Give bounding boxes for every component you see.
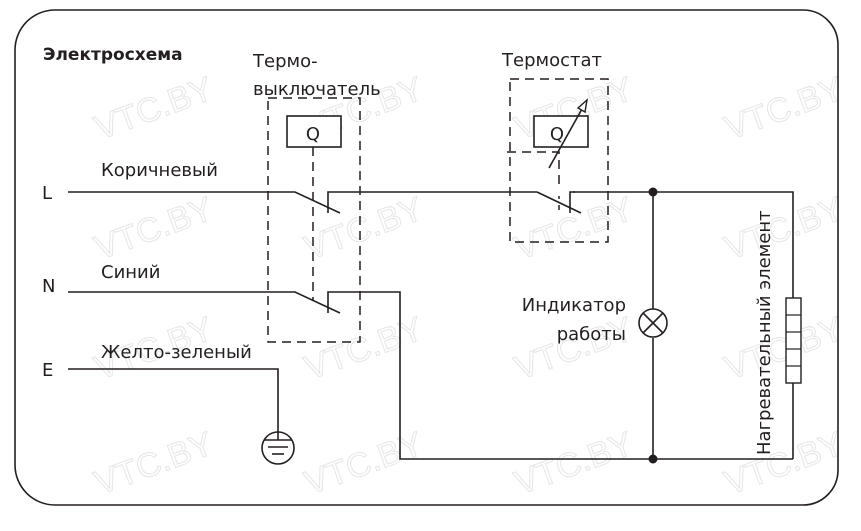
thermal-cutoff-label-line2: выключатель: [253, 79, 381, 100]
wire-label-blue: Синий: [101, 262, 160, 283]
terminal-n-label: N: [42, 276, 55, 297]
indicator-label-line1: Индикатор: [522, 295, 626, 316]
watermark: VTC.BY: [510, 310, 638, 388]
wire-e: [68, 368, 279, 432]
thermostat-switch-blade: [536, 191, 582, 214]
thermal-cutoff-label-line1: Термо-: [252, 51, 318, 72]
ground-icon: [261, 431, 295, 465]
thermal-cutoff-symbol: Q: [306, 124, 320, 145]
wire-n: [68, 291, 341, 314]
indicator-label-line2: работы: [557, 324, 626, 345]
watermark: VTC.BY: [510, 425, 638, 503]
wire-label-yellow-green: Желто-зеленый: [101, 342, 252, 363]
watermark: VTC.BY: [300, 425, 428, 503]
watermark: VTC.BY: [90, 70, 218, 148]
heater-label: Нагревательный элемент: [754, 210, 775, 455]
diagram-title: Электросхема: [43, 45, 183, 65]
watermark: VTC.BY: [300, 310, 428, 388]
terminal-l-label: L: [42, 183, 52, 204]
thermostat-label: Термостат: [501, 50, 602, 71]
adjustable-arrow-icon: [548, 98, 589, 169]
watermark: VTC.BY: [720, 310, 848, 388]
thermal-cutoff-box: [267, 97, 361, 343]
thermostat-symbol: Q: [550, 124, 564, 145]
wire-l-after-thermostat: [569, 191, 794, 298]
thermostat-box: [509, 78, 609, 243]
wire-l-switch-contact: [327, 191, 575, 213]
heating-element-icon: [785, 297, 802, 384]
terminal-e-label: E: [42, 360, 53, 381]
watermarks: VTC.BY VTC.BY VTC.BY VTC.BY VTC.BY VTC.B…: [89, 69, 848, 503]
watermark: VTC.BY: [720, 425, 848, 503]
wire-n-switch-contact: [327, 291, 793, 460]
watermark: VTC.BY: [510, 190, 638, 268]
wire-l: [68, 191, 341, 214]
frame-border: [14, 9, 839, 506]
thermostat-linkage: [507, 151, 560, 210]
indicator-lamp-icon: [638, 308, 668, 338]
watermark: VTC.BY: [90, 425, 218, 503]
thermal-cutoff-sensor: [286, 115, 342, 148]
wire-label-brown: Коричневый: [101, 160, 218, 181]
watermark: VTC.BY: [720, 190, 848, 268]
watermark: VTC.BY: [300, 190, 428, 268]
watermark: VTC.BY: [720, 70, 848, 148]
watermark: VTC.BY: [90, 190, 218, 268]
